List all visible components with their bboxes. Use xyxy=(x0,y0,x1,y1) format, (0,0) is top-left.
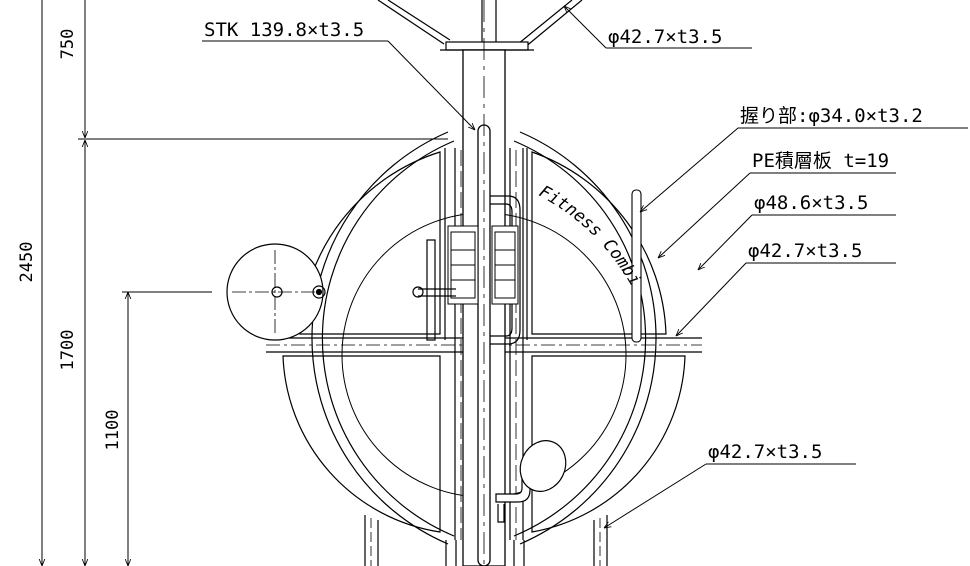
lower-foot-handle xyxy=(495,440,567,523)
panel-text: Fitness Combi xyxy=(536,182,645,289)
dimension-750: 750 xyxy=(58,29,78,60)
panel-grip-bars xyxy=(631,189,642,343)
legs xyxy=(364,515,608,566)
dimension-1100: 1100 xyxy=(103,410,123,451)
leader-lines xyxy=(202,6,968,528)
label-phi42-top: φ42.7×t3.5 xyxy=(608,26,722,48)
round-seat xyxy=(226,243,326,341)
dimension-1700: 1700 xyxy=(58,330,78,371)
label-stk: STK 139.8×t3.5 xyxy=(204,19,364,41)
label-pe-panel: PE積層板 t=19 xyxy=(752,150,889,172)
label-phi48: φ48.6×t3.5 xyxy=(754,192,868,214)
left-crank xyxy=(412,239,456,341)
spring-blocks xyxy=(447,225,519,305)
top-structure xyxy=(377,0,583,51)
label-phi42-low: φ42.7×t3.5 xyxy=(708,441,822,463)
dimension-lines xyxy=(42,0,448,566)
label-phi42-mid: φ42.7×t3.5 xyxy=(748,240,862,262)
main-pole xyxy=(462,0,506,566)
dimension-2450: 2450 xyxy=(17,242,37,283)
label-grip: 握り部:φ34.0×t3.2 xyxy=(740,105,923,127)
